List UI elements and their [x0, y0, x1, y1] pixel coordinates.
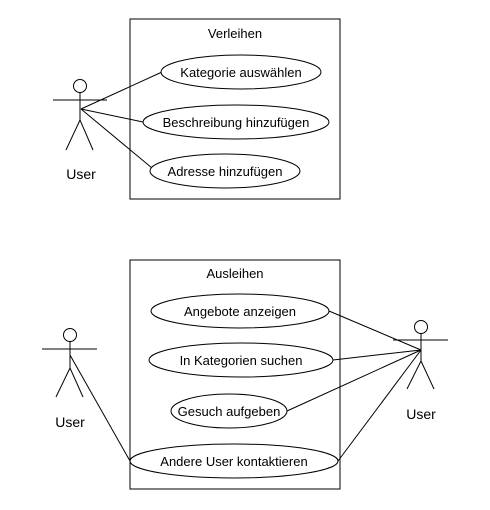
use-case-angebote-anzeigen[interactable]: Angebote anzeigen — [150, 293, 330, 329]
association-line — [80, 108, 144, 123]
use-case-label: Andere User kontaktieren — [160, 454, 307, 469]
use-case-kategorie-auswaehlen[interactable]: Kategorie auswählen — [160, 54, 322, 90]
actor-label: User — [406, 406, 436, 422]
association-line — [337, 349, 422, 462]
association-line — [80, 108, 153, 169]
use-case-label: Kategorie auswählen — [180, 65, 301, 80]
actor-label: User — [66, 166, 96, 182]
use-case-in-kategorien-suchen[interactable]: In Kategorien suchen — [148, 342, 334, 378]
actor-user-ausleihen-right: User — [393, 320, 448, 422]
association-line — [328, 310, 422, 351]
association-line — [332, 349, 422, 361]
use-case-label: In Kategorien suchen — [180, 353, 303, 368]
association-line — [286, 349, 422, 412]
use-case-label: Beschreibung hinzufügen — [163, 115, 310, 130]
use-case-label: Angebote anzeigen — [184, 304, 296, 319]
use-case-gesuch-aufgeben[interactable]: Gesuch aufgeben — [170, 393, 288, 429]
system-title-verleihen: Verleihen — [208, 26, 262, 41]
association-line — [80, 71, 163, 110]
association-line — [69, 354, 131, 462]
use-case-beschreibung-hinzufuegen[interactable]: Beschreibung hinzufügen — [142, 104, 330, 140]
use-case-andere-user-kontaktieren[interactable]: Andere User kontaktieren — [129, 443, 339, 479]
actor-user-ausleihen-left: User — [42, 328, 97, 430]
actor-user-verleihen: User — [53, 79, 107, 182]
actor-label: User — [55, 414, 85, 430]
system-title-ausleihen: Ausleihen — [206, 266, 263, 281]
use-case-adresse-hinzufuegen[interactable]: Adresse hinzufügen — [149, 153, 301, 189]
use-case-label: Adresse hinzufügen — [168, 164, 283, 179]
use-case-label: Gesuch aufgeben — [178, 404, 281, 419]
